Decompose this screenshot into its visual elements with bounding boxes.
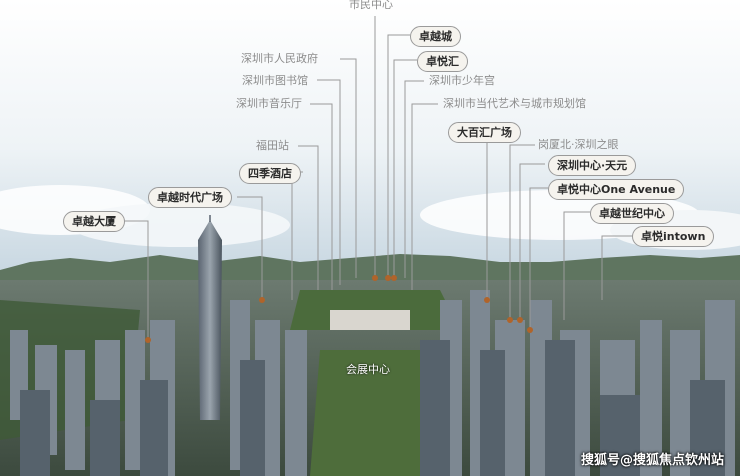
label-excellence-building: 卓越大厦 <box>63 211 125 232</box>
label-joyful-intown: 卓悦intown <box>632 226 715 247</box>
watermark: 搜狐号@搜狐焦点钦州站 <box>580 453 724 468</box>
label-shenzhen-center-tianyuan: 深圳中心·天元 <box>548 155 637 176</box>
label-dabaihui-plaza: 大百汇广场 <box>448 122 521 143</box>
label-futian-station: 福田站 <box>256 139 289 152</box>
label-civic-center: 市民中心 <box>349 0 393 11</box>
label-concert-hall: 深圳市音乐厅 <box>236 97 302 110</box>
label-excellence-city: 卓越城 <box>410 26 461 47</box>
label-joyful-hui: 卓悦汇 <box>417 51 468 72</box>
label-one-avenue: 卓悦中心One Avenue <box>548 179 685 200</box>
label-gangxia-north: 岗厦北·深圳之眼 <box>538 138 619 151</box>
label-library: 深圳市图书馆 <box>242 74 308 87</box>
label-excellence-times-plaza: 卓越时代广场 <box>148 187 232 208</box>
label-moca-planning: 深圳市当代艺术与城市规划馆 <box>443 97 586 110</box>
label-excellence-century-center: 卓越世纪中心 <box>590 203 674 224</box>
label-municipal-government: 深圳市人民政府 <box>241 52 318 65</box>
label-four-seasons: 四季酒店 <box>239 163 301 184</box>
label-convention-center: 会展中心 <box>346 363 390 376</box>
label-youth-palace: 深圳市少年宫 <box>429 74 495 87</box>
